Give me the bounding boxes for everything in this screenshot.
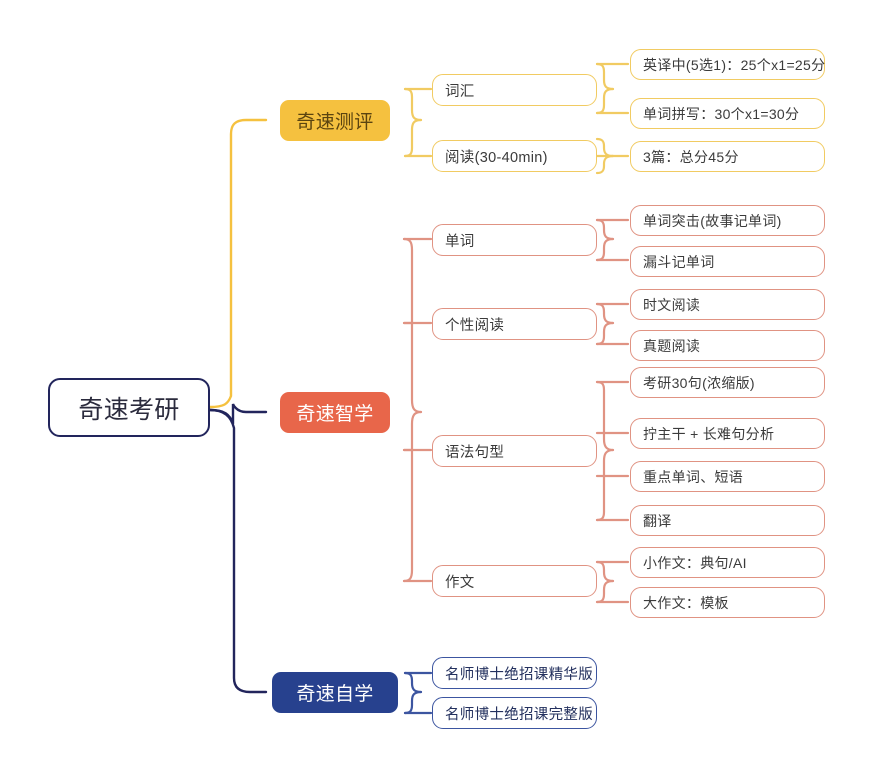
leaf-node-sentence-analysis-label: 拧主干 + 长难句分析 bbox=[643, 425, 775, 442]
child-node-words[interactable]: 单词 bbox=[432, 224, 597, 256]
brace-smartlearning-children bbox=[402, 237, 433, 583]
leaf-node-spelling[interactable]: 单词拼写：30个x1=30分 bbox=[630, 98, 825, 129]
brace-reading-leaves bbox=[595, 137, 630, 175]
leaf-node-spelling-label: 单词拼写：30个x1=30分 bbox=[643, 105, 800, 122]
child-node-reading-label: 阅读(30-40min) bbox=[445, 149, 548, 166]
connector-root-to-self-study bbox=[208, 408, 268, 694]
leaf-node-30-sentences-label: 考研30句(浓缩版) bbox=[643, 374, 755, 391]
leaf-node-word-blitz-label: 单词突击(故事记单词) bbox=[643, 212, 782, 229]
leaf-node-en2cn[interactable]: 英译中(5选1)：25个x1=25分 bbox=[630, 49, 825, 80]
brace-yufa-leaves bbox=[595, 380, 630, 522]
brace-assessment-children bbox=[403, 87, 433, 158]
leaf-node-three-passages[interactable]: 3篇：总分45分 bbox=[630, 141, 825, 172]
leaf-node-key-words-phrases[interactable]: 重点单词、短语 bbox=[630, 461, 825, 492]
connector-root-to-assessment bbox=[208, 118, 268, 409]
child-node-essay-label: 作文 bbox=[445, 574, 475, 591]
leaf-node-short-essay-label: 小作文：典句/AI bbox=[643, 554, 747, 571]
child-node-essence-course-label: 名师博士绝招课精华版 bbox=[445, 666, 593, 683]
child-node-full-course[interactable]: 名师博士绝招课完整版 bbox=[432, 697, 597, 729]
child-node-vocabulary-label: 词汇 bbox=[445, 83, 475, 100]
branch-node-self-study-label: 奇速自学 bbox=[296, 684, 374, 705]
leaf-node-funnel-words-label: 漏斗记单词 bbox=[643, 253, 715, 270]
leaf-node-30-sentences[interactable]: 考研30句(浓缩版) bbox=[630, 367, 825, 398]
brace-gexing-leaves bbox=[595, 302, 630, 346]
child-node-grammar-label: 语法句型 bbox=[445, 444, 505, 461]
leaf-node-word-blitz[interactable]: 单词突击(故事记单词) bbox=[630, 205, 825, 236]
leaf-node-exam-reading[interactable]: 真题阅读 bbox=[630, 330, 825, 361]
brace-danci-leaves bbox=[595, 218, 630, 262]
leaf-node-short-essay[interactable]: 小作文：典句/AI bbox=[630, 547, 825, 578]
branch-node-smart-learning[interactable]: 奇速智学 bbox=[280, 392, 390, 433]
leaf-node-sentence-analysis[interactable]: 拧主干 + 长难句分析 bbox=[630, 418, 825, 449]
leaf-node-long-essay[interactable]: 大作文：模板 bbox=[630, 587, 825, 618]
leaf-node-key-words-phrases-label: 重点单词、短语 bbox=[643, 468, 744, 485]
root-node-label: 奇速考研 bbox=[78, 395, 180, 424]
child-node-grammar[interactable]: 语法句型 bbox=[432, 435, 597, 467]
root-node[interactable]: 奇速考研 bbox=[48, 378, 210, 437]
branch-node-assessment[interactable]: 奇速测评 bbox=[280, 100, 390, 141]
child-node-reading[interactable]: 阅读(30-40min) bbox=[432, 140, 597, 172]
child-node-words-label: 单词 bbox=[445, 233, 475, 250]
leaf-node-exam-reading-label: 真题阅读 bbox=[643, 337, 701, 354]
leaf-node-translation-label: 翻译 bbox=[643, 512, 672, 529]
brace-vocabulary-leaves bbox=[595, 62, 630, 115]
branch-node-self-study[interactable]: 奇速自学 bbox=[272, 672, 398, 713]
brace-zuowen-leaves bbox=[595, 560, 630, 604]
leaf-node-en2cn-label: 英译中(5选1)：25个x1=25分 bbox=[643, 56, 826, 73]
leaf-node-funnel-words[interactable]: 漏斗记单词 bbox=[630, 246, 825, 277]
child-node-personalized-reading[interactable]: 个性阅读 bbox=[432, 308, 597, 340]
child-node-essay[interactable]: 作文 bbox=[432, 565, 597, 597]
leaf-node-current-reading-label: 时文阅读 bbox=[643, 296, 701, 313]
leaf-node-three-passages-label: 3篇：总分45分 bbox=[643, 148, 739, 165]
branch-node-smart-learning-label: 奇速智学 bbox=[296, 404, 374, 425]
brace-selfstudy-children bbox=[403, 671, 433, 715]
child-node-essence-course[interactable]: 名师博士绝招课精华版 bbox=[432, 657, 597, 689]
leaf-node-translation[interactable]: 翻译 bbox=[630, 505, 825, 536]
leaf-node-current-reading[interactable]: 时文阅读 bbox=[630, 289, 825, 320]
child-node-personalized-reading-label: 个性阅读 bbox=[445, 317, 505, 334]
connector-root-to-smart-learning bbox=[208, 403, 268, 425]
branch-node-assessment-label: 奇速测评 bbox=[296, 112, 374, 133]
leaf-node-long-essay-label: 大作文：模板 bbox=[643, 594, 729, 611]
child-node-vocabulary[interactable]: 词汇 bbox=[432, 74, 597, 106]
child-node-full-course-label: 名师博士绝招课完整版 bbox=[445, 706, 593, 723]
